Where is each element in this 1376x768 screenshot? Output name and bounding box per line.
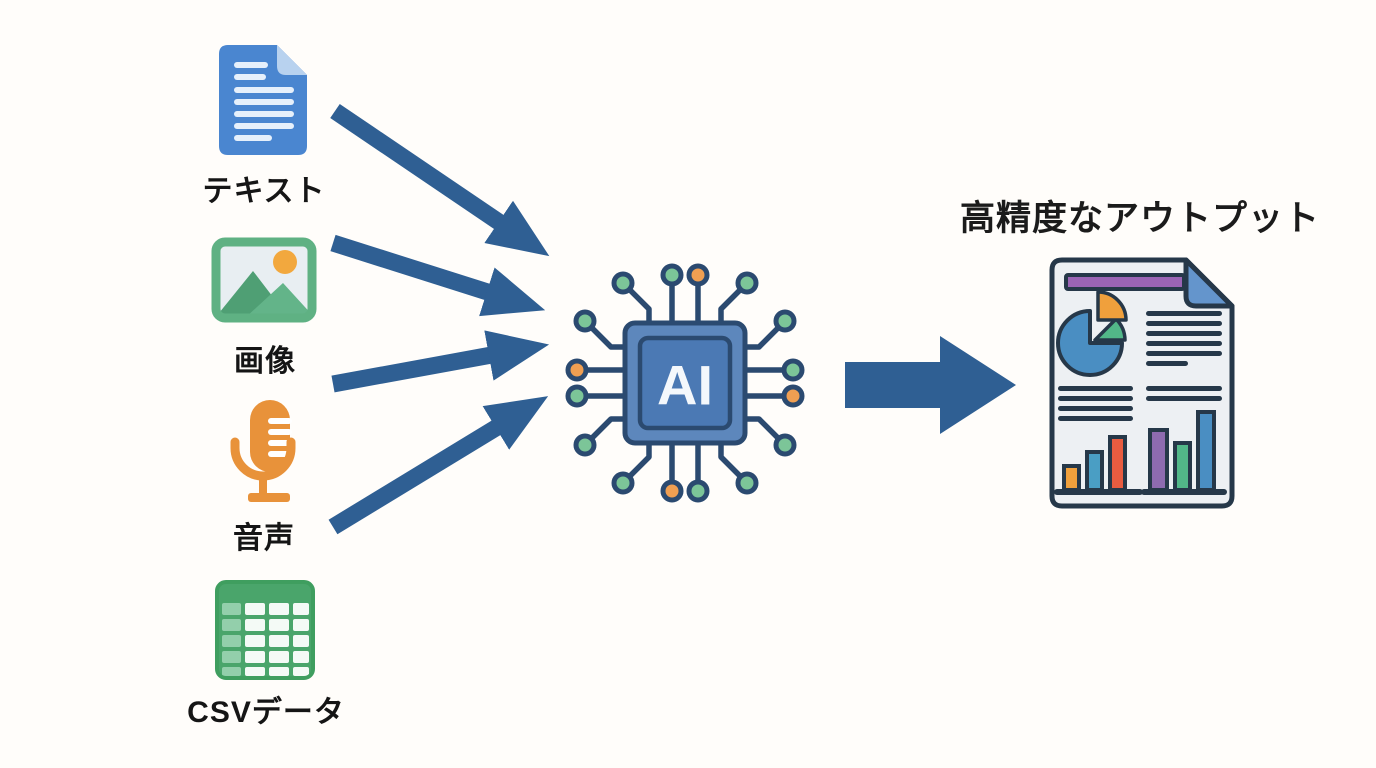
bar-chart-left — [1054, 435, 1143, 495]
pie-chart — [1056, 290, 1128, 377]
report-document-icon — [1049, 257, 1235, 509]
arrow-ai-to-output — [845, 336, 1016, 434]
mountain-light — [245, 283, 312, 318]
microphone-icon — [230, 400, 296, 502]
input-label-text: テキスト — [202, 175, 326, 208]
text-document-icon — [219, 45, 307, 155]
bar-chart-right — [1141, 410, 1227, 495]
table-cells — [222, 603, 309, 676]
chip-pins — [565, 263, 805, 503]
arrow-image-to-ai — [330, 234, 546, 317]
input-label-audio: 音声 — [233, 522, 295, 555]
input-label-image: 画像 — [234, 345, 296, 378]
ai-chip-icon: AI — [565, 263, 805, 503]
arrow-audio-to-ai — [331, 330, 550, 393]
report-text-lines — [1058, 311, 1222, 421]
input-label-csv: CSVデータ — [187, 696, 345, 729]
report-header-bar — [1064, 273, 1186, 291]
ai-chip-label: AI — [657, 354, 713, 417]
text-lines — [234, 62, 294, 141]
spreadsheet-icon — [215, 580, 315, 680]
chip-traces — [583, 281, 787, 485]
arrow-csv-to-ai — [328, 396, 549, 535]
image-icon — [211, 237, 317, 323]
arrow-text-to-ai — [330, 103, 550, 257]
sun-shape — [273, 250, 297, 274]
page-fold — [1183, 257, 1235, 309]
output-title: 高精度なアウトプット — [959, 199, 1320, 238]
